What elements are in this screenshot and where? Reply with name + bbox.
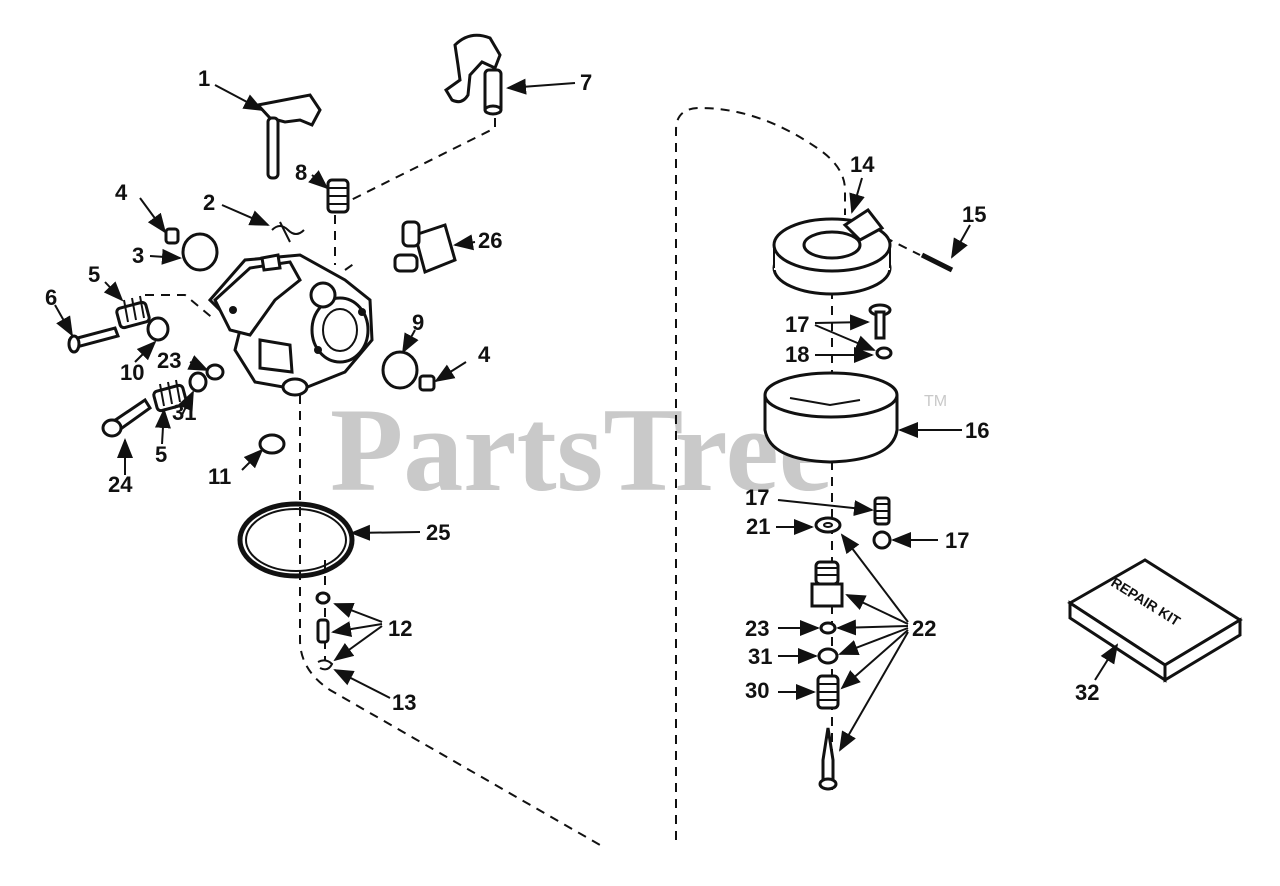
clip-part bbox=[317, 659, 334, 671]
idle-spring-part bbox=[326, 178, 350, 214]
spring-part-upper bbox=[115, 295, 151, 330]
callout-16: 16 bbox=[965, 418, 989, 443]
callout-17-upper: 17 bbox=[785, 312, 809, 337]
callout-11: 11 bbox=[208, 464, 231, 489]
callout-21: 21 bbox=[746, 514, 770, 539]
choke-plate-part bbox=[381, 350, 419, 390]
float-bowl-part bbox=[763, 371, 899, 464]
callout-23-left: 23 bbox=[157, 348, 181, 373]
callout-9: 9 bbox=[412, 310, 424, 335]
choke-lever-part bbox=[444, 33, 503, 116]
callout-14: 14 bbox=[850, 152, 875, 177]
seat-part bbox=[315, 591, 331, 605]
callout-25: 25 bbox=[426, 520, 450, 545]
callout-2: 2 bbox=[203, 190, 215, 215]
washer-part-right bbox=[817, 647, 839, 665]
callout-15: 15 bbox=[962, 202, 986, 227]
callout-labels: 1 2 3 4 4 5 5 6 7 8 9 10 11 12 13 14 15 … bbox=[45, 66, 1099, 715]
callout-18: 18 bbox=[785, 342, 809, 367]
callout-30: 30 bbox=[745, 678, 769, 703]
callout-24: 24 bbox=[108, 472, 133, 497]
assembly-lines bbox=[145, 106, 921, 846]
callout-5-lower: 5 bbox=[155, 442, 167, 467]
callout-1: 1 bbox=[198, 66, 210, 91]
callout-31-left: 31 bbox=[172, 400, 196, 425]
callout-12: 12 bbox=[388, 616, 412, 641]
watermark-trademark: TM bbox=[924, 393, 947, 410]
bowl-bolt-part bbox=[868, 303, 892, 340]
float-part bbox=[772, 207, 892, 296]
washer-part-left bbox=[188, 371, 208, 393]
watermark: PartsTree bbox=[330, 383, 832, 516]
callout-8: 8 bbox=[295, 160, 307, 185]
main-adjust-needle-part bbox=[818, 727, 838, 791]
gasket-ring-part bbox=[237, 501, 355, 579]
callout-31-right: 31 bbox=[748, 644, 772, 669]
throttle-spring-part bbox=[271, 221, 305, 243]
plug-part bbox=[258, 433, 286, 455]
throttle-shaft-part bbox=[255, 93, 322, 180]
o-ring-part-left bbox=[205, 363, 225, 381]
callout-4-lower: 4 bbox=[478, 342, 491, 367]
callout-5-upper: 5 bbox=[88, 262, 100, 287]
throttle-plate-part bbox=[181, 232, 219, 272]
fuel-fitting-part bbox=[393, 220, 457, 275]
needle-part bbox=[316, 618, 330, 644]
callout-6: 6 bbox=[45, 285, 57, 310]
callout-13: 13 bbox=[392, 690, 416, 715]
callout-17-middle: 17 bbox=[745, 485, 769, 510]
spring-part-right bbox=[816, 674, 840, 710]
callout-10: 10 bbox=[120, 360, 144, 385]
screw-part-lower bbox=[418, 374, 436, 392]
callout-7: 7 bbox=[580, 70, 592, 95]
callout-22: 22 bbox=[912, 616, 936, 641]
callout-17-lower: 17 bbox=[945, 528, 969, 553]
welch-plug-part bbox=[146, 316, 170, 342]
idle-screw-part bbox=[67, 326, 120, 354]
callout-4-upper: 4 bbox=[115, 180, 128, 205]
callout-23-right: 23 bbox=[745, 616, 769, 641]
callout-3: 3 bbox=[132, 243, 144, 268]
fiber-washer-part bbox=[814, 516, 842, 534]
bowl-washer-part bbox=[875, 346, 893, 360]
carburetor-body bbox=[207, 253, 374, 397]
repair-kit-box: REPAIR KIT bbox=[1067, 558, 1243, 683]
screw-part-upper bbox=[164, 227, 180, 245]
o-ring-part-right bbox=[819, 621, 837, 635]
float-pin-part bbox=[920, 252, 954, 273]
callout-26: 26 bbox=[478, 228, 502, 253]
adjusting-nut-part bbox=[810, 560, 844, 608]
bowl-spring-part bbox=[873, 496, 891, 526]
leader-arrows bbox=[54, 78, 1119, 752]
needle-valve-part bbox=[101, 397, 153, 438]
callout-32: 32 bbox=[1075, 680, 1099, 705]
bowl-nut-part bbox=[872, 530, 892, 550]
